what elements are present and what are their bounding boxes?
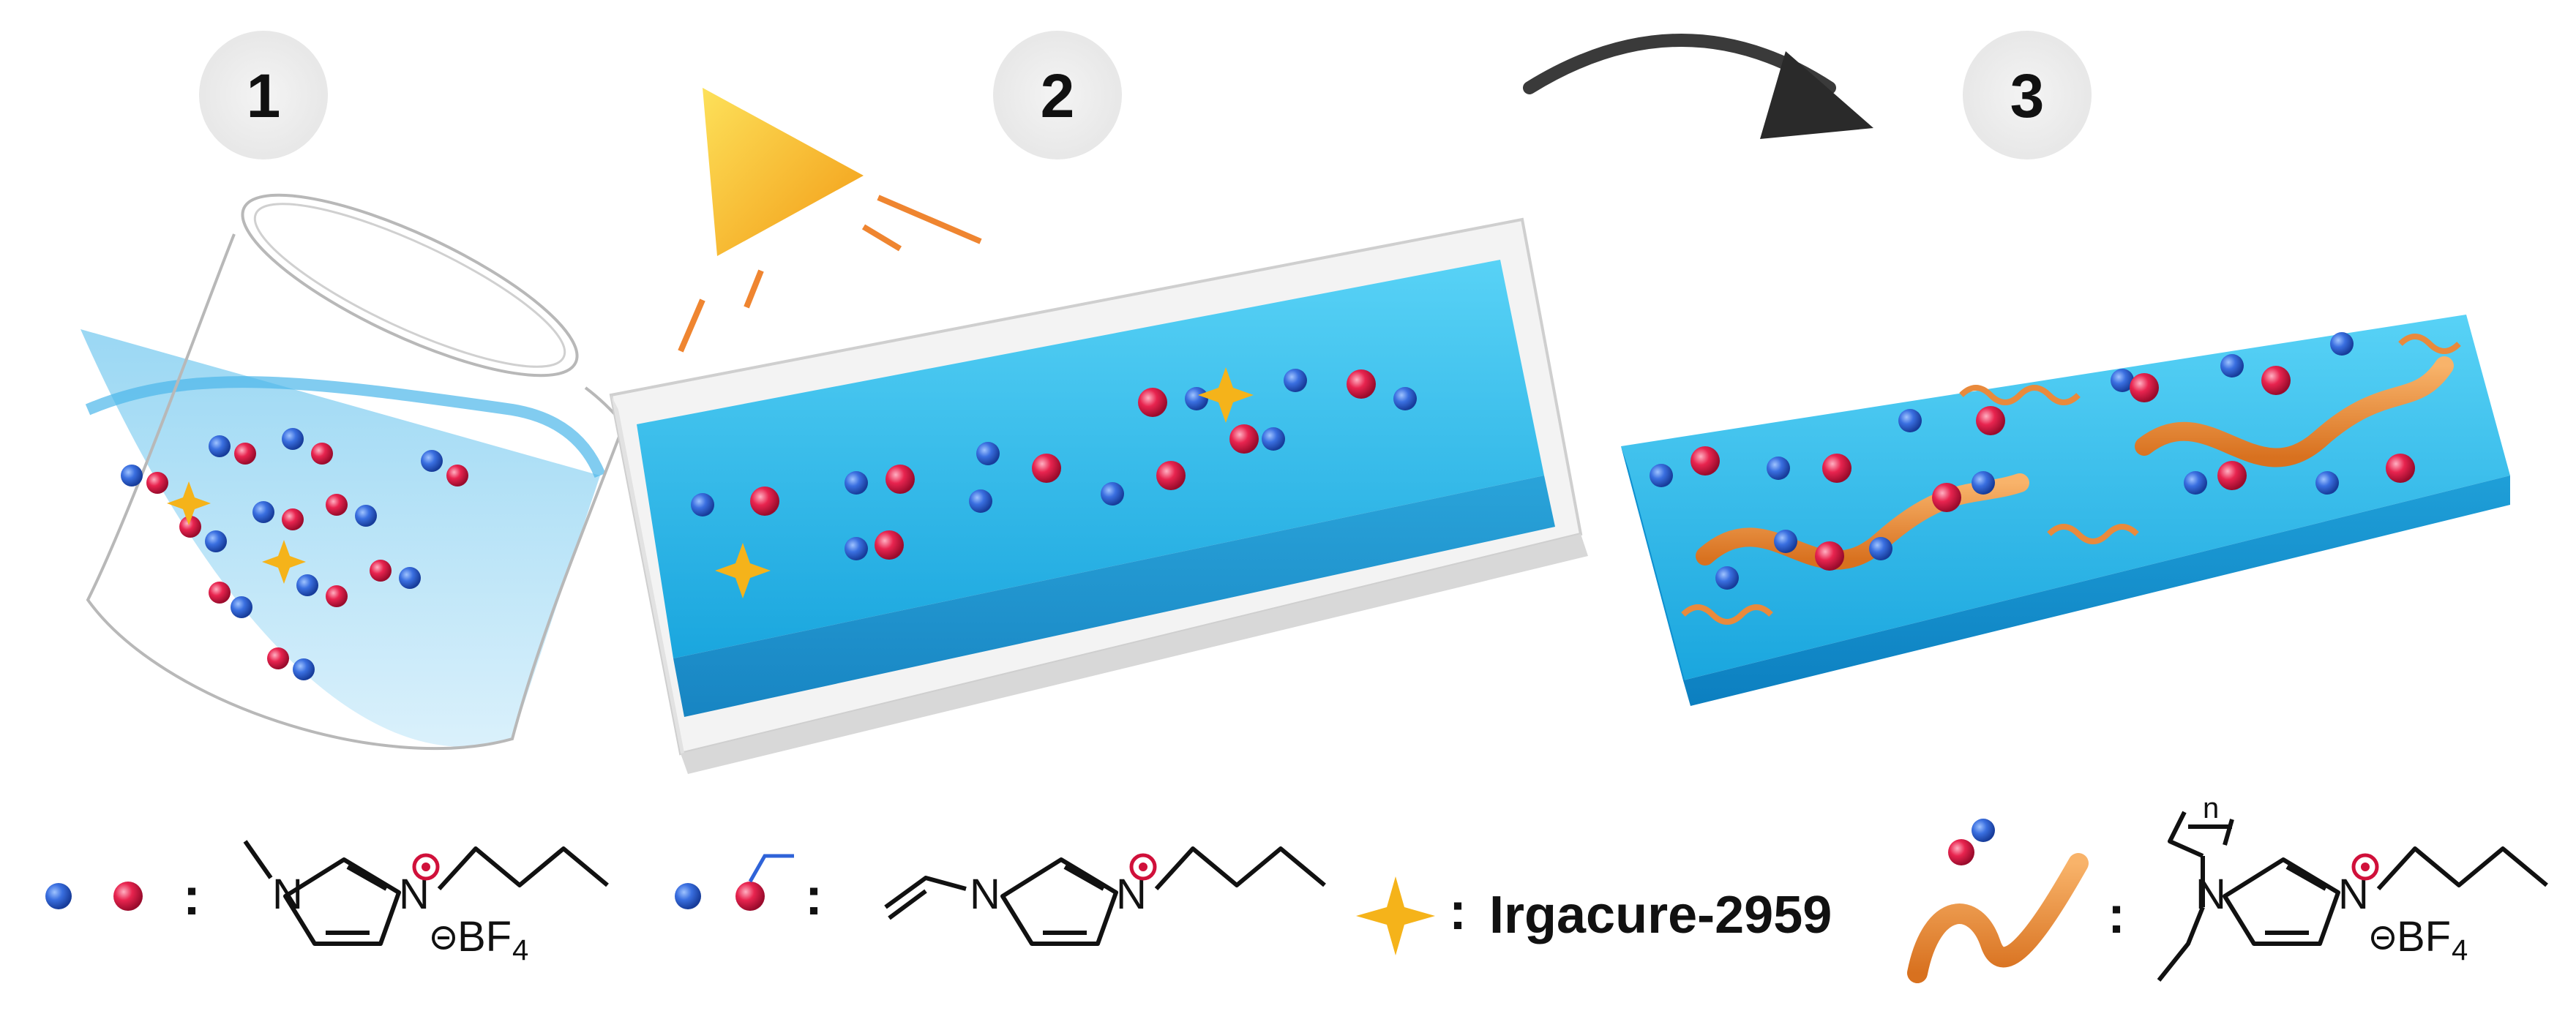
legend-polymer-repeat: n	[2203, 792, 2219, 824]
legend-polymer-counterion: BF	[2397, 913, 2451, 961]
legend-polymer-n-left: N	[2195, 871, 2226, 918]
legend-initiator: : Irgacure-2959	[1356, 876, 1832, 955]
beaker-illustration	[80, 193, 645, 750]
step-1-marker: 1	[199, 31, 328, 159]
legend-separator: :	[1449, 882, 1467, 941]
polymerized-gel	[1621, 315, 2510, 706]
legend-separator: :	[183, 868, 201, 926]
step-2-marker: 2	[993, 31, 1122, 159]
legend-monomer-n-left: N	[970, 871, 1000, 918]
legend-monomer: : N N	[675, 846, 1326, 946]
legend-polymer-counterion-sub: 4	[2452, 934, 2468, 966]
uv-lamp	[678, 88, 982, 353]
legend-separator: :	[2108, 886, 2125, 944]
legend: : N N BF 4 :	[45, 792, 2548, 983]
legend-il-n-left: N	[272, 871, 303, 918]
legend-il-counterion: BF	[457, 913, 512, 961]
process-arrow	[1523, 34, 1873, 139]
step-3-marker: 3	[1963, 31, 2092, 159]
legend-ionic-liquid: : N N BF 4	[45, 840, 609, 966]
legend-il-counterion-sub: 4	[512, 934, 528, 966]
step-1-number: 1	[247, 61, 281, 130]
legend-separator: :	[805, 868, 823, 926]
step-3-number: 3	[2010, 61, 2045, 130]
initiator-star-icon	[1356, 876, 1435, 955]
mold-with-precursor	[609, 217, 1588, 774]
step-2-number: 2	[1041, 61, 1075, 130]
legend-initiator-label: Irgacure-2959	[1489, 886, 1832, 944]
legend-polymer: : n N N BF 4	[1907, 792, 2548, 983]
